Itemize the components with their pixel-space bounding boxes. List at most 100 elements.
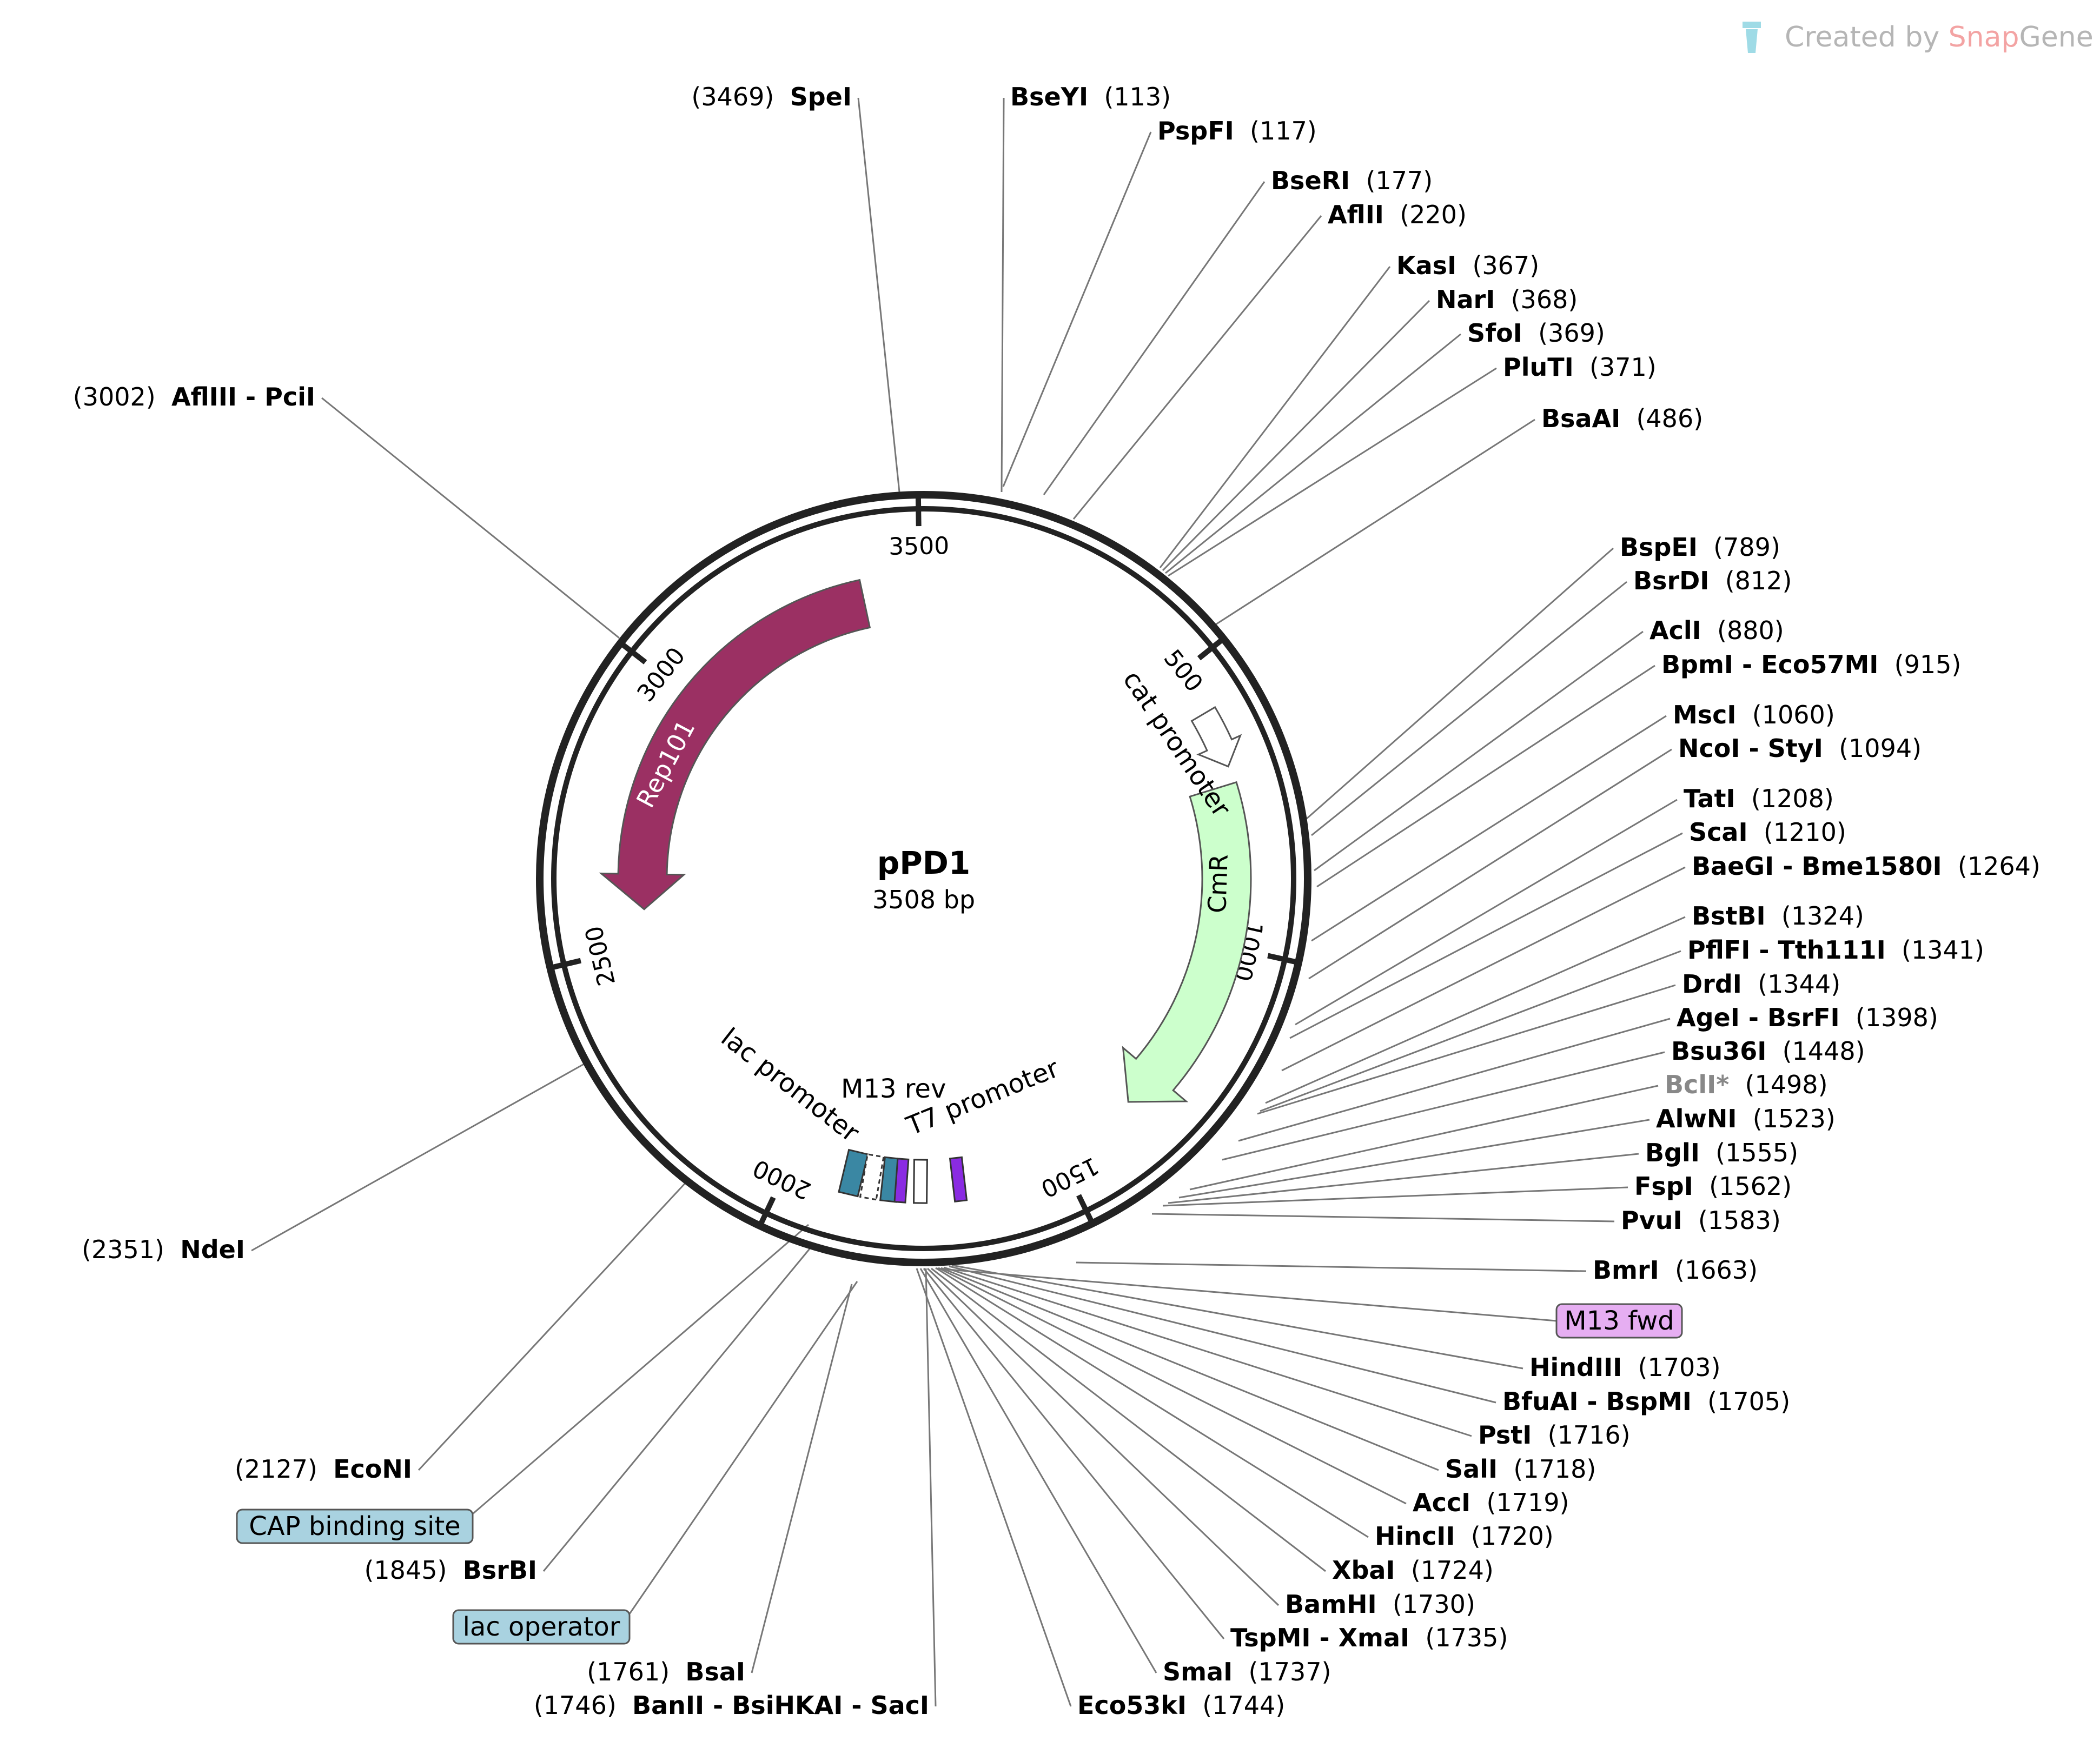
enzyme-site-bspei: BspEI (789) <box>1620 533 1780 562</box>
leader-line <box>542 1243 815 1572</box>
leader-line <box>935 1267 1369 1538</box>
enzyme-position: 1498 <box>1754 1070 1818 1099</box>
enzyme-position: 1264 <box>1967 852 2031 881</box>
enzyme-position: 1718 <box>1523 1454 1586 1484</box>
enzyme-name: FspI <box>1634 1172 1693 1201</box>
enzyme-position: 1398 <box>1865 1003 1929 1032</box>
tick-1000 <box>1267 953 1298 965</box>
enzyme-position: 1448 <box>1792 1036 1856 1066</box>
credit-snap: Snap <box>1949 21 2019 54</box>
leader-line <box>751 1284 853 1673</box>
enzyme-position: 1845 <box>374 1556 437 1585</box>
enzyme-site-bfuai-bspmi: BfuAI - BspMI (1705) <box>1502 1387 1790 1416</box>
enzyme-site-drdi: DrdI (1344) <box>1682 969 1840 999</box>
plasmid-size: 3508 bp <box>872 885 975 914</box>
enzyme-site-smai: SmaI (1737) <box>1163 1657 1331 1686</box>
enzyme-name: BspEI <box>1620 533 1698 562</box>
enzyme-site-bsu36i: Bsu36I (1448) <box>1671 1036 1865 1066</box>
leader-line <box>1043 181 1266 495</box>
enzyme-position: 1720 <box>1481 1521 1544 1551</box>
enzyme-site-aflii: AflII (220) <box>1328 200 1467 229</box>
leader-line <box>1289 832 1683 1039</box>
enzyme-name: BmrI <box>1593 1255 1659 1285</box>
enzyme-site-psti: PstI (1716) <box>1478 1420 1631 1450</box>
enzyme-name: BglI <box>1645 1138 1700 1167</box>
enzyme-site-eco53ki: Eco53kI (1744) <box>1077 1691 1285 1720</box>
enzyme-position: 1735 <box>1435 1623 1498 1652</box>
leader-line <box>1260 950 1681 1112</box>
m13-fwd-mark <box>949 1156 968 1202</box>
enzyme-site-afliii-pcii: (3002) AflIII - PciI <box>73 382 315 411</box>
enzyme-position: 1737 <box>1258 1657 1321 1686</box>
enzyme-position: 1716 <box>1558 1420 1621 1450</box>
enzyme-position: 2127 <box>244 1454 308 1484</box>
enzyme-name: PspFI <box>1157 116 1234 145</box>
leader-line <box>1001 97 1005 493</box>
enzyme-position: 1341 <box>1911 935 1975 965</box>
enzyme-name: XbaI <box>1332 1556 1395 1585</box>
leader-line <box>926 1267 1280 1606</box>
enzyme-position: 367 <box>1482 251 1529 280</box>
enzyme-position: 1703 <box>1648 1353 1711 1382</box>
enzyme-position: 113 <box>1114 82 1161 111</box>
enzyme-name: BsaAI <box>1541 404 1620 433</box>
leader-line <box>1211 418 1535 628</box>
enzyme-site-bsaai: BsaAI (486) <box>1541 404 1703 433</box>
tick-label-500: 500 <box>1158 644 1208 697</box>
enzyme-site-tspmi-xmai: TspMI - XmaI (1735) <box>1230 1623 1508 1652</box>
enzyme-position: 1663 <box>1685 1255 1748 1285</box>
enzyme-position: 1744 <box>1212 1691 1275 1720</box>
cmr-label: CmR <box>1202 854 1234 914</box>
enzyme-name: AlwNI <box>1656 1104 1737 1133</box>
leader-line <box>931 1267 1326 1572</box>
cap-binding-site-box: CAP binding site <box>236 1509 474 1544</box>
enzyme-position: 369 <box>1548 318 1595 348</box>
enzyme-site-baegi-bme1580i: BaeGI - Bme1580I (1264) <box>1692 852 2041 881</box>
enzyme-position: 1555 <box>1725 1138 1788 1167</box>
enzyme-position: 1761 <box>597 1657 660 1686</box>
tick-label-3500: 3500 <box>889 532 950 561</box>
enzyme-name: NarI <box>1436 285 1495 314</box>
leader-line <box>857 97 900 493</box>
enzyme-name: SalI <box>1445 1454 1498 1484</box>
credit-gene: Gene <box>2019 21 2093 54</box>
backbone <box>536 491 1311 1266</box>
leader-line <box>1314 630 1644 872</box>
enzyme-position: 117 <box>1260 116 1307 145</box>
enzyme-name: KasI <box>1396 251 1456 280</box>
snapgene-logo-icon <box>1743 22 1761 53</box>
enzyme-name: BclI* <box>1665 1070 1729 1099</box>
enzyme-site-pflfi-tth111i: PflFI - Tth111I (1341) <box>1687 935 1984 965</box>
leader-line <box>1257 984 1676 1115</box>
leader-line <box>938 1267 1407 1505</box>
enzyme-site-acci: AccI (1719) <box>1413 1488 1569 1517</box>
enzyme-position: 915 <box>1904 650 1952 679</box>
enzyme-position: 812 <box>1735 566 1783 595</box>
enzyme-position: 1523 <box>1763 1104 1826 1133</box>
enzyme-position: 220 <box>1409 200 1457 229</box>
enzyme-name: AclI <box>1649 616 1701 645</box>
leader-line <box>1311 715 1667 942</box>
leader-line <box>1178 1119 1650 1199</box>
enzyme-site-pspfi: PspFI (117) <box>1157 116 1317 145</box>
enzyme-name: TspMI - XmaI <box>1230 1623 1409 1652</box>
rep101-arrow <box>599 579 871 911</box>
leader-line <box>628 1281 858 1614</box>
enzyme-site-alwni: AlwNI (1523) <box>1656 1104 1836 1133</box>
enzyme-position: 1324 <box>1791 901 1854 931</box>
enzyme-position: 368 <box>1521 285 1568 314</box>
leader-line <box>1316 664 1655 888</box>
leader-line <box>943 1266 1472 1437</box>
leader-line <box>1295 799 1678 1026</box>
enzyme-position: 1724 <box>1421 1556 1484 1585</box>
enzyme-site-ndei: (2351) NdeI <box>82 1235 245 1264</box>
enzyme-site-agei-bsrfi: AgeI - BsrFI (1398) <box>1677 1003 1938 1032</box>
enzyme-site-pvui: PvuI (1583) <box>1621 1206 1781 1235</box>
enzyme-name: NdeI <box>180 1235 245 1264</box>
enzyme-name: BanII - BsiHKAI - SacI <box>632 1691 929 1720</box>
enzyme-name: BsaI <box>685 1657 745 1686</box>
leader-line <box>1308 748 1672 980</box>
leader-line <box>251 1061 587 1252</box>
